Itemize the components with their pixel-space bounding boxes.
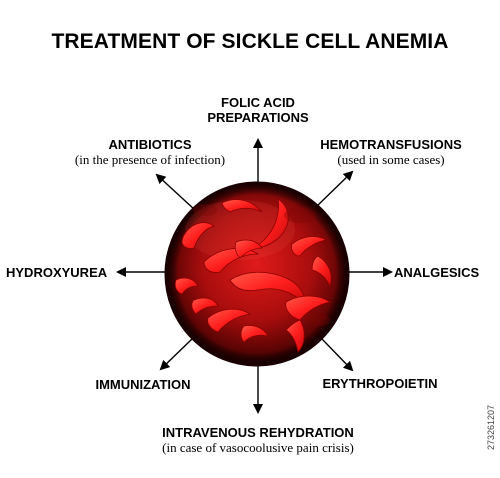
- antibiotics-note: (in the presence of infection): [74, 152, 226, 167]
- stock-id-watermark: 273261207: [484, 300, 498, 450]
- label-hydroxyurea: HYDROXYUREA: [6, 265, 114, 280]
- label-hemotransfusions: HEMOTRANSFUSIONS (used in some cases): [306, 137, 476, 167]
- red-blood-cell-with-sickle-cells-icon: [164, 181, 350, 367]
- label-folic-acid: FOLIC ACID PREPARATIONS: [195, 95, 321, 125]
- rehydration-note: (in case of vasocoolusive pain crisis): [162, 440, 354, 455]
- arrow-immunization: [159, 338, 193, 371]
- hemotransfusions-note: (used in some cases): [337, 152, 445, 167]
- erythropoietin-text: ERYTHROPOIETIN: [322, 376, 438, 391]
- immunization-text: IMMUNIZATION: [95, 377, 191, 392]
- label-immunization: IMMUNIZATION: [82, 377, 204, 392]
- arrow-hemotransfusions: [315, 170, 354, 208]
- stock-id-text: 273261207: [486, 404, 496, 450]
- label-erythropoietin: ERYTHROPOIETIN: [315, 376, 445, 391]
- analgesics-text: ANALGESICS: [394, 265, 480, 280]
- page-title: TREATMENT OF SICKLE CELL ANEMIA: [51, 30, 449, 53]
- arrows: [116, 138, 393, 414]
- arrow-antibiotics: [155, 173, 196, 211]
- arrow-erythropoietin: [321, 338, 354, 372]
- antibiotics-text: ANTIBIOTICS: [108, 137, 192, 152]
- hemotransfusions-text: HEMOTRANSFUSIONS: [320, 137, 462, 152]
- label-analgesics: ANALGESICS: [394, 265, 498, 280]
- label-rehydration: INTRAVENOUS REHYDRATION (in case of vaso…: [140, 425, 376, 455]
- rehydration-text: INTRAVENOUS REHYDRATION: [162, 425, 354, 440]
- folic-acid-line2: PREPARATIONS: [207, 110, 309, 125]
- hydroxyurea-text: HYDROXYUREA: [6, 265, 108, 280]
- label-antibiotics: ANTIBIOTICS (in the presence of infectio…: [60, 137, 240, 167]
- folic-acid-line1: FOLIC ACID: [221, 95, 295, 110]
